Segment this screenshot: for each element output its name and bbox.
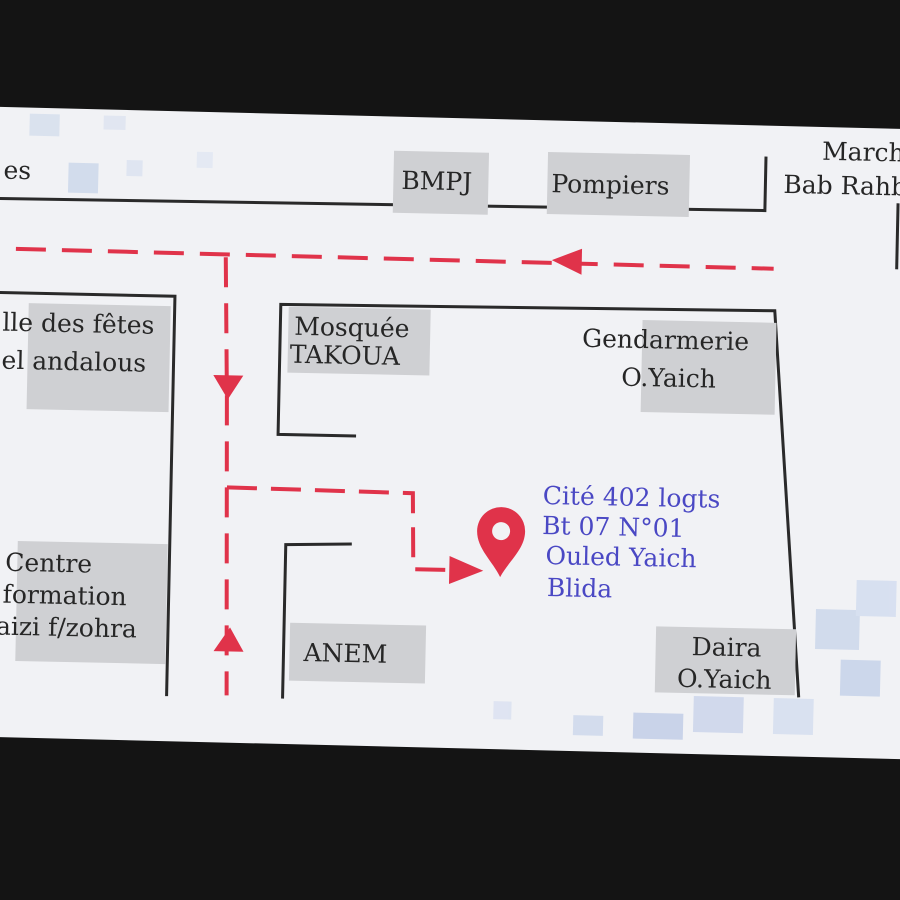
route-arrow-icon (448, 556, 484, 585)
label-salle-line2: el andalous (1, 346, 146, 378)
address-line4: Blida (547, 573, 613, 603)
address-line2: Bt 07 N°01 (542, 511, 685, 543)
address-line1: Cité 402 logts (543, 481, 721, 514)
left-block-wall (0, 290, 177, 697)
label-es: es (3, 156, 31, 186)
label-daira-line1: Daira (691, 632, 761, 662)
address-line3: Ouled Yaich (545, 541, 696, 573)
route-branch-dash (226, 485, 458, 573)
label-centre-line3: aizi f/zohra (0, 612, 137, 644)
address-block: Cité 402 logts Bt 07 N°01 Ouled Yaich Bl… (542, 481, 721, 603)
card-background (0, 106, 900, 761)
gendarmerie-box (640, 320, 777, 415)
label-gendarmerie-line2: O.Yaich (621, 363, 716, 394)
decorative-mosaic (29, 113, 897, 740)
route-arrow-icon (551, 248, 583, 275)
label-marche-line2: Bab Rahb (783, 170, 900, 202)
pin-shape (477, 507, 526, 578)
label-salle-line1: lle des fêtes (2, 308, 155, 340)
bmpj-box (392, 150, 490, 215)
label-daira-line2: O.Yaich (677, 664, 772, 695)
anem-block-wall (281, 542, 352, 699)
label-mosquee-line2: TAKOUA (289, 340, 401, 371)
label-gendarmerie-line1: Gendarmerie (582, 324, 750, 356)
label-centre-line2: formation (2, 580, 127, 612)
pompiers-box (546, 151, 691, 217)
route-arrow-icon (213, 375, 244, 400)
label-anem: ANEM (302, 638, 387, 669)
label-pompiers: Pompiers (551, 169, 670, 200)
pin-hole (492, 522, 511, 541)
label-marche-line1: March (822, 137, 900, 168)
label-bmpj: BMPJ (401, 166, 472, 196)
top-road-edge (0, 156, 768, 213)
centre-box (15, 540, 168, 665)
label-mosquee-line1: Mosquée (294, 312, 410, 343)
daira-box (654, 626, 797, 696)
label-centre-line1: Centre (5, 548, 92, 579)
location-pin-icon (477, 507, 526, 578)
mosquee-box (287, 306, 431, 376)
central-block-wall (276, 302, 801, 698)
route-down-dash (223, 257, 229, 396)
right-road-edge (895, 203, 900, 270)
anem-box (288, 622, 427, 684)
route-path (15, 246, 774, 696)
salle-box (26, 303, 171, 413)
route-arrow-icon (213, 627, 244, 652)
route-top-dash (15, 246, 774, 271)
